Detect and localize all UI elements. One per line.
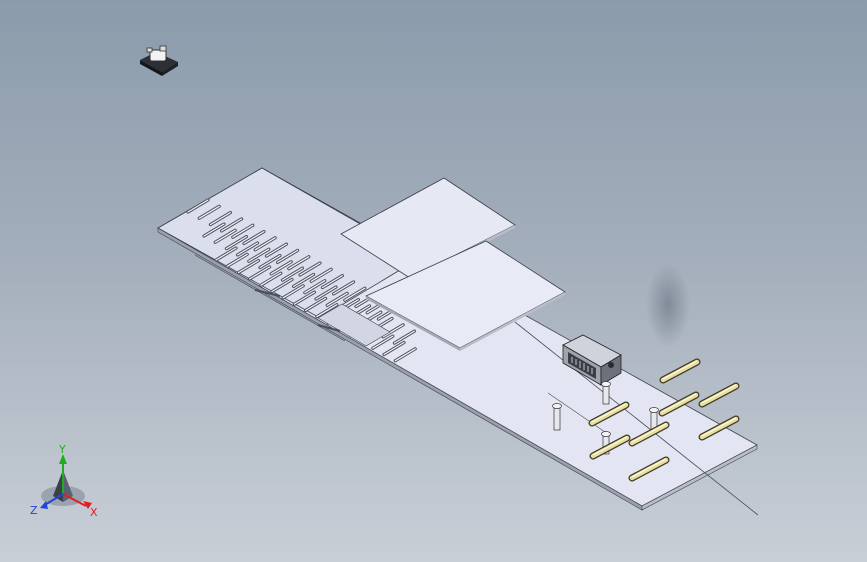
vent-slot-highlight <box>310 268 332 282</box>
vent-slot-highlight <box>372 335 394 349</box>
standoff-pin[interactable] <box>588 401 630 427</box>
vent-slot-highlight <box>288 256 310 270</box>
standoff-pin[interactable] <box>658 391 700 417</box>
vent-slot-highlight <box>248 248 270 262</box>
vent-slot-highlight <box>281 267 303 281</box>
vent-slot-highlight <box>304 280 326 294</box>
standoff-pin[interactable] <box>698 415 740 441</box>
post[interactable] <box>649 407 659 433</box>
post[interactable] <box>601 431 611 455</box>
vent-slot-highlight <box>394 348 416 362</box>
vent-slot-highlight <box>265 243 287 257</box>
vent-slot-highlight <box>254 237 276 251</box>
vent-slot-highlight <box>249 266 271 280</box>
vent-slot-highlight <box>203 223 225 237</box>
standoff-pin[interactable] <box>628 421 670 447</box>
vent-slot-highlight <box>305 297 327 311</box>
vent-slot-highlight <box>214 229 236 243</box>
standoff-pin[interactable] <box>698 382 740 408</box>
vent-slot-highlight <box>225 236 247 250</box>
vent-slot-highlight <box>260 272 282 286</box>
ambient-shadow <box>646 263 690 347</box>
vent-slot-highlight <box>293 291 315 305</box>
standoff-pin-group <box>588 358 740 482</box>
post-group <box>552 381 659 455</box>
vent-slot-highlight <box>259 254 281 269</box>
vent-slot-highlight <box>382 324 404 338</box>
vent-slot-highlight <box>271 278 293 293</box>
vent-slot-highlight <box>293 273 315 287</box>
connector-component[interactable] <box>562 334 622 386</box>
vent-slot-highlight <box>316 304 338 318</box>
axis-triad-icon[interactable]: Y X Z <box>30 443 98 519</box>
vent-slot-highlight <box>209 212 231 226</box>
vent-slot-highlight <box>226 253 248 267</box>
vent-slot-highlight <box>315 286 337 300</box>
vent-slot-highlight <box>232 224 254 238</box>
vent-slot-highlight <box>344 287 366 301</box>
camera-icon[interactable] <box>140 45 178 76</box>
vent-slot-highlight <box>333 281 355 295</box>
vent-slot-highlight <box>282 285 304 299</box>
vent-slot-highlight <box>321 275 343 289</box>
triad-y-label: Y <box>58 443 66 456</box>
axis-line <box>514 321 759 516</box>
vent-slot-highlight <box>237 260 259 274</box>
standoff-pin[interactable] <box>589 434 631 460</box>
lower-cover-panel[interactable] <box>365 240 566 351</box>
standoff-pin[interactable] <box>628 456 670 482</box>
triad-z-label: Z <box>30 504 38 517</box>
axis-line-2 <box>547 392 606 433</box>
vent-slot-highlight <box>198 205 220 219</box>
vent-slot-highlight <box>383 341 405 356</box>
vent-slot-highlight <box>215 247 237 261</box>
vent-slot-highlight <box>299 262 321 276</box>
vent-slot-highlight <box>393 330 415 344</box>
standoff-pin[interactable] <box>659 358 701 384</box>
vent-slot-highlight <box>270 261 292 275</box>
triad-x-label: X <box>90 506 98 519</box>
vent-slot-highlight <box>187 199 209 213</box>
vent-slot-highlight <box>221 218 243 232</box>
vent-slot-highlight <box>277 249 299 263</box>
vent-slot-highlight <box>326 292 348 306</box>
vent-slot-highlight <box>243 230 265 245</box>
vent-plate[interactable] <box>157 167 421 363</box>
vent-slot-highlight <box>237 242 259 256</box>
post[interactable] <box>552 403 562 431</box>
post[interactable] <box>601 381 611 405</box>
